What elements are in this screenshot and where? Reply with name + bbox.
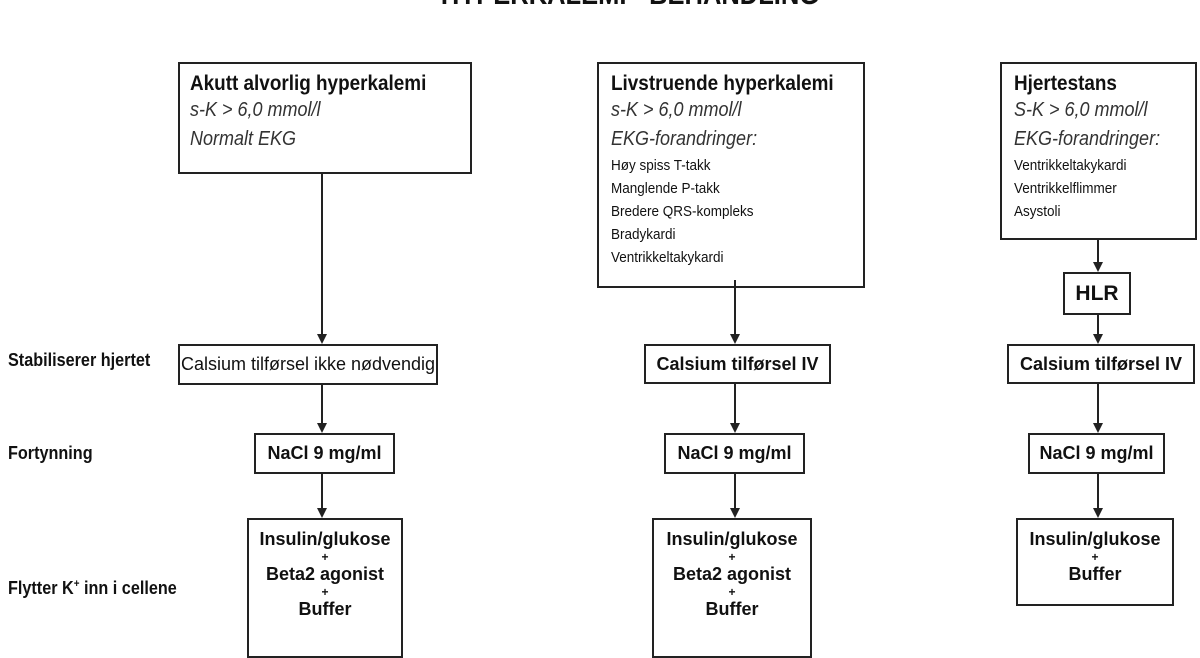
condition-line: s-K > 6,0 mmol/l (611, 99, 742, 121)
shift-item: Insulin/glukose (666, 529, 798, 549)
shift-item: Beta2 agonist (672, 564, 792, 584)
stabilize-box-acute: Calsium tilførsel ikke nødvendig (178, 344, 438, 385)
ecg-change: Bredere QRS-kompleks (611, 203, 754, 220)
shift-item: Beta2 agonist (265, 564, 385, 584)
shift-box-cardiac-arrest: Insulin/glukose + Buffer (1016, 518, 1174, 606)
shift-item: Buffer (705, 599, 759, 619)
dilution-box-cardiac-arrest: NaCl 9 mg/ml (1028, 433, 1165, 474)
row-label-shift: Flytter K+ inn i cellene (8, 578, 177, 599)
row-label-stabilize: Stabiliserer hjertet (8, 350, 151, 370)
connector (734, 384, 736, 423)
ecg-change: Ventrikkelflimmer (1014, 180, 1117, 197)
stabilize-text: Calsium tilførsel IV (1019, 353, 1183, 374)
stabilize-text: Calsium tilførsel IV (656, 353, 819, 374)
shift-box-life-threatening: Insulin/glukose + Beta2 agonist + Buffer (652, 518, 812, 658)
row-label-dilution: Fortynning (8, 443, 93, 463)
dilution-box-life-threatening: NaCl 9 mg/ml (664, 433, 805, 474)
connector (321, 474, 323, 508)
plus-sign: + (728, 550, 736, 564)
arrow-head-icon (1093, 508, 1103, 518)
connector (1097, 240, 1099, 262)
connector (321, 174, 323, 334)
plus-sign: + (1091, 550, 1099, 564)
superscript: + (73, 578, 80, 590)
dilution-box-acute: NaCl 9 mg/ml (254, 433, 395, 474)
condition-heading: Akutt alvorlig hyperkalemi (190, 72, 427, 95)
arrow-head-icon (730, 423, 740, 433)
stabilize-box-cardiac-arrest: Calsium tilførsel IV (1007, 344, 1195, 384)
stabilize-box-life-threatening: Calsium tilførsel IV (644, 344, 831, 384)
plus-sign: + (728, 585, 736, 599)
row-label-text: Flytter K (8, 578, 74, 598)
ecg-change: Ventrikkeltakykardi (1014, 157, 1127, 174)
arrow-head-icon (1093, 262, 1103, 272)
condition-line: EKG-forandringer: (1014, 128, 1161, 150)
shift-item: Insulin/glukose (259, 529, 391, 549)
condition-box-life-threatening: Livstruende hyperkalemi s-K > 6,0 mmol/l… (597, 62, 865, 288)
arrow-head-icon (730, 334, 740, 344)
ecg-change: Manglende P-takk (611, 180, 720, 197)
connector (1097, 315, 1099, 334)
arrow-head-icon (730, 508, 740, 518)
arrow-head-icon (1093, 423, 1103, 433)
condition-heading: Livstruende hyperkalemi (611, 72, 834, 95)
arrow-head-icon (317, 508, 327, 518)
dilution-text: NaCl 9 mg/ml (1039, 443, 1154, 463)
plus-sign: + (321, 585, 329, 599)
plus-sign: + (321, 550, 329, 564)
condition-box-acute: Akutt alvorlig hyperkalemi s-K > 6,0 mmo… (178, 62, 472, 174)
ecg-change: Asystoli (1014, 203, 1061, 220)
shift-box-acute: Insulin/glukose + Beta2 agonist + Buffer (247, 518, 403, 658)
shift-item: Buffer (298, 599, 352, 619)
ecg-change: Ventrikkeltakykardi (611, 249, 724, 266)
condition-box-cardiac-arrest: Hjertestans S-K > 6,0 mmol/l EKG-forandr… (1000, 62, 1197, 240)
row-label-text: inn i cellene (79, 578, 177, 598)
connector (321, 385, 323, 423)
arrow-head-icon (1093, 334, 1103, 344)
ecg-change: Høy spiss T-takk (611, 157, 711, 174)
diagram-title: HYPERKALEMI - BEHANDLING (95, 0, 1166, 12)
dilution-text: NaCl 9 mg/ml (267, 443, 382, 463)
connector (734, 474, 736, 508)
condition-line: S-K > 6,0 mmol/l (1014, 99, 1148, 121)
condition-line: EKG-forandringer: (611, 128, 758, 150)
condition-line: Normalt EKG (190, 128, 297, 150)
arrow-head-icon (317, 423, 327, 433)
cpr-box: HLR (1063, 272, 1131, 315)
dilution-text: NaCl 9 mg/ml (677, 443, 792, 463)
cpr-text: HLR (1075, 281, 1119, 305)
ecg-change: Bradykardi (611, 226, 676, 243)
arrow-head-icon (317, 334, 327, 344)
stabilize-text: Calsium tilførsel ikke nødvendig (180, 354, 436, 374)
condition-line: s-K > 6,0 mmol/l (190, 99, 321, 121)
shift-item: Buffer (1068, 564, 1122, 584)
connector (734, 280, 736, 334)
shift-item: Insulin/glukose (1029, 529, 1161, 549)
condition-heading: Hjertestans (1014, 72, 1117, 95)
connector (1097, 384, 1099, 423)
connector (1097, 474, 1099, 508)
